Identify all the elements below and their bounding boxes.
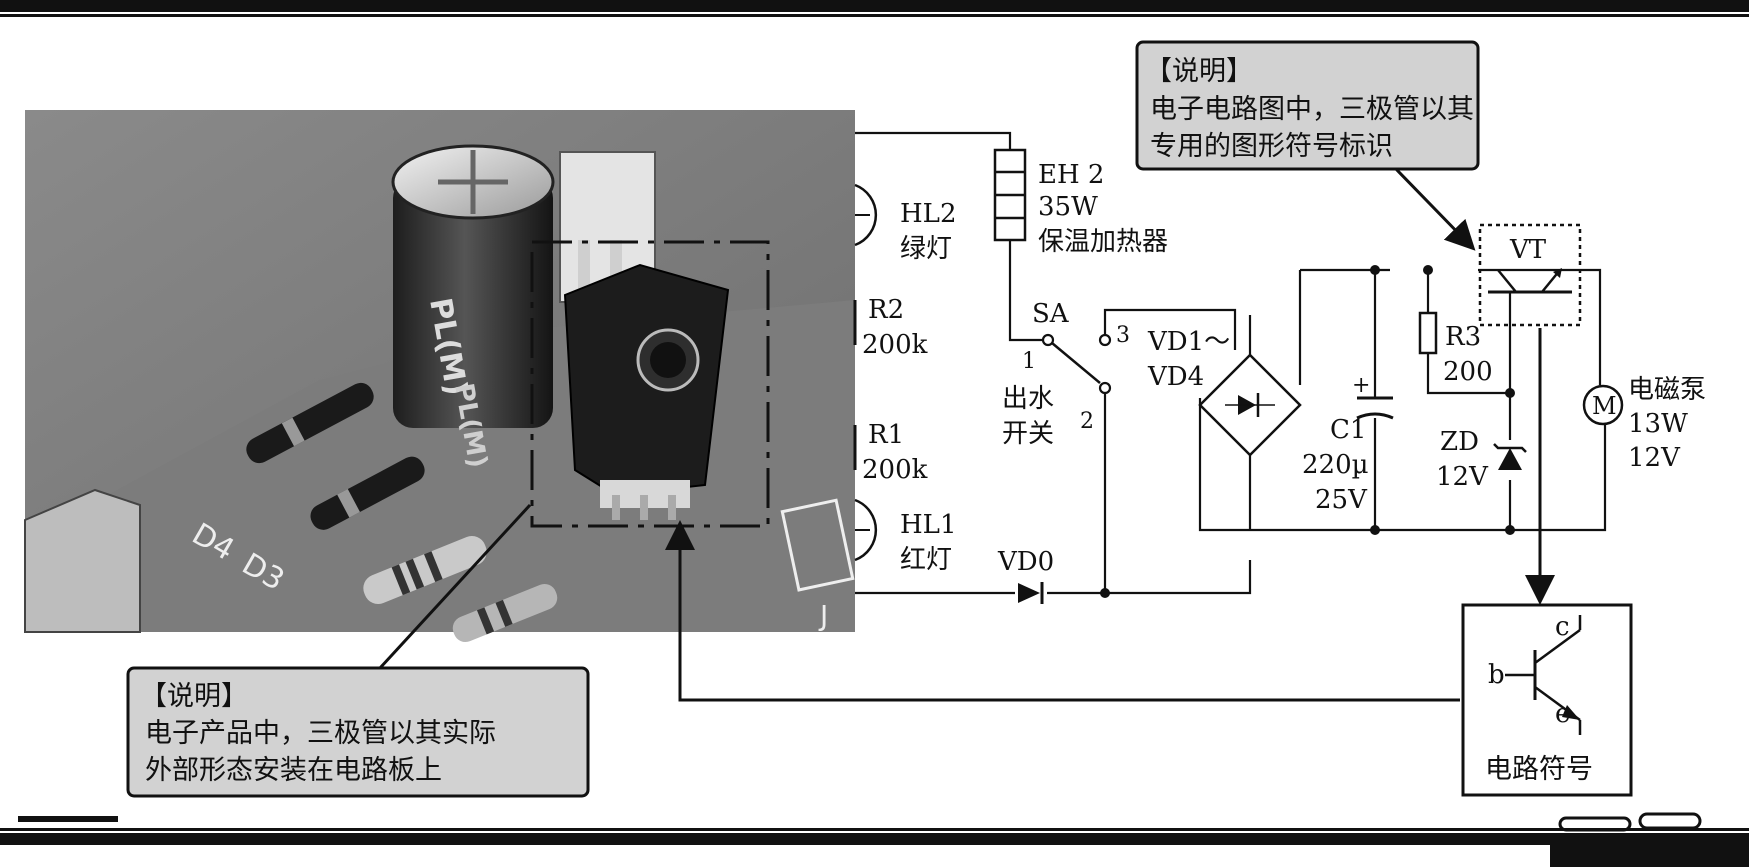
zd-id: ZD (1440, 427, 1479, 457)
hl2-id: HL2 (900, 199, 956, 229)
c1-plus: + (1352, 373, 1370, 398)
silk-j: J (818, 599, 828, 632)
arrow-note-to-vt (1393, 166, 1476, 251)
electrolytic-capacitor-photo: PL(M) PL(M) (391, 144, 555, 470)
r3-id: R3 (1445, 322, 1481, 352)
diode-photo-2 (310, 456, 425, 530)
resistor-photo-2 (452, 583, 558, 643)
symbol-pin-c: c (1555, 612, 1570, 642)
transistor-symbol-box (1461, 603, 1633, 797)
capacitor-c1-symbol (1356, 396, 1394, 420)
hl2-name: 绿灯 (900, 234, 952, 264)
note-bottom-line1: 电子产品中，三极管以其实际 (145, 718, 496, 749)
note-top: 【说明】 电子电路图中，三极管以其 专用的图形符号标识 (1135, 40, 1480, 171)
c1-volt: 25V (1315, 485, 1368, 515)
vd0-id: VD0 (997, 547, 1054, 577)
symbol-caption: 电路符号 (1485, 754, 1593, 785)
resistor-r3-symbol (1418, 311, 1438, 355)
pump-name: 电磁泵 (1628, 375, 1706, 405)
lamp-hl1-symbol (854, 498, 878, 562)
bridge-rectifier-symbol (1198, 353, 1302, 457)
c1-cap: 220µ (1302, 450, 1369, 480)
zd-volt: 12V (1436, 462, 1489, 492)
pump-power: 13W (1628, 409, 1688, 439)
r3-value: 200 (1443, 357, 1493, 387)
eh2-power: 35W (1038, 192, 1098, 222)
symbol-pin-b: b (1488, 660, 1505, 690)
vt-id: VT (1509, 235, 1547, 265)
hl1-name: 红灯 (900, 545, 952, 575)
pump-volt: 12V (1628, 443, 1681, 473)
transistor-highlight-frame (530, 240, 770, 528)
r1-value: 200k (862, 455, 928, 485)
r2-value: 200k (862, 330, 928, 360)
r1-id: R1 (868, 420, 904, 450)
c1-id: C1 (1330, 415, 1366, 445)
note-top-line2: 专用的图形符号标识 (1150, 131, 1393, 162)
bridge-id-1: VD1～ (1147, 327, 1230, 357)
transistor-vt-symbol (1478, 223, 1582, 327)
note-bottom-title: 【说明】 (140, 681, 248, 712)
sa-id: SA (1032, 299, 1070, 329)
note-bottom-line2: 外部形态安装在电路板上 (145, 755, 442, 786)
r2-id: R2 (868, 295, 904, 325)
note-bottom: 【说明】 电子产品中，三极管以其实际 外部形态安装在电路板上 (126, 666, 590, 798)
zener-zd-symbol (1493, 443, 1527, 470)
pump-motor-symbol: M (1582, 384, 1624, 426)
sa-name-1: 出水 (1002, 384, 1054, 414)
pump-m-letter: M (1592, 392, 1617, 420)
eh2-id: EH 2 (1038, 160, 1104, 190)
pcb-photo: PL(M) PL(M) (24, 110, 855, 643)
note-top-title: 【说明】 (1145, 56, 1253, 87)
hl1-id: HL1 (900, 510, 956, 540)
diode-photo-1 (246, 382, 374, 464)
eh2-name: 保温加热器 (1038, 227, 1168, 257)
line-note-to-photo (378, 503, 532, 670)
sa-pin3: 3 (1116, 323, 1130, 348)
lamp-hl2-symbol (854, 183, 878, 247)
sa-name-2: 开关 (1002, 419, 1054, 449)
note-top-line1: 电子电路图中，三极管以其 (1150, 94, 1474, 125)
sa-pin2: 2 (1080, 409, 1094, 434)
switch-sa-symbol (1041, 333, 1112, 395)
transistor-photo (563, 263, 730, 520)
bridge-id-2: VD4 (1147, 362, 1204, 392)
resistor-photo-1 (363, 535, 487, 605)
symbol-pin-e: e (1555, 699, 1570, 729)
diode-vd0-symbol (1018, 582, 1044, 604)
sa-pin1: 1 (1022, 349, 1036, 374)
arrow-symbol-to-photo (665, 520, 1460, 702)
heater-eh2-symbol (993, 148, 1027, 242)
